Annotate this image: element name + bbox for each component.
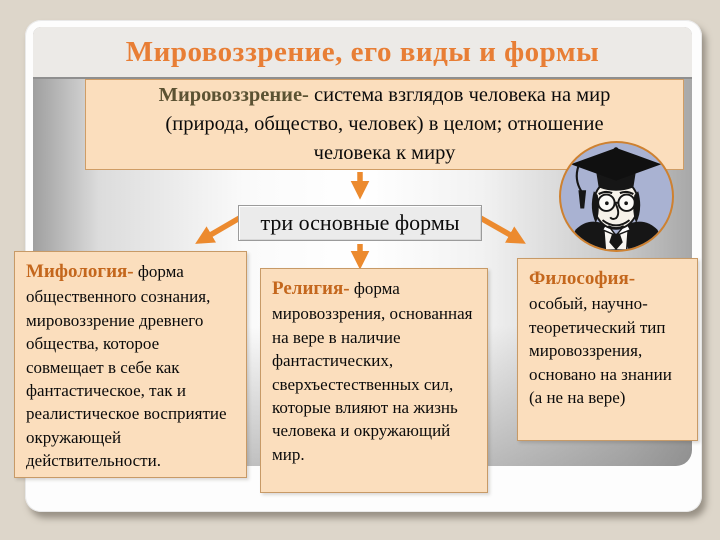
religion-text: форма мировоззрения, основанная на вере … — [272, 279, 473, 464]
philosophy-text: особый, научно-теоретический тип мировоз… — [529, 294, 672, 408]
title-band: Мировоззрение, его виды и формы — [33, 27, 692, 79]
connector-label-box: три основные формы — [238, 205, 482, 241]
mythology-box: Мифология- форма общественного сознания,… — [14, 251, 247, 478]
religion-term: Религия- — [272, 278, 350, 299]
definition-text: Мировоззрение- система взглядов человека… — [128, 81, 641, 167]
mythology-text: форма общественного сознания, мировоззре… — [26, 262, 227, 471]
slide-title: Мировоззрение, его виды и формы — [125, 35, 600, 68]
philosophy-box: Философия- особый, научно-теоретический … — [517, 258, 698, 441]
professor-icon — [559, 141, 674, 252]
philosophy-term: Философия- — [529, 268, 636, 289]
connector-label: три основные формы — [260, 210, 460, 235]
definition-body: система взглядов человека на мир (природ… — [165, 84, 611, 164]
mythology-term: Мифология- — [26, 261, 134, 282]
religion-box: Религия- форма мировоззрения, основанная… — [260, 268, 488, 493]
definition-term: Мировоззрение- — [158, 84, 309, 107]
